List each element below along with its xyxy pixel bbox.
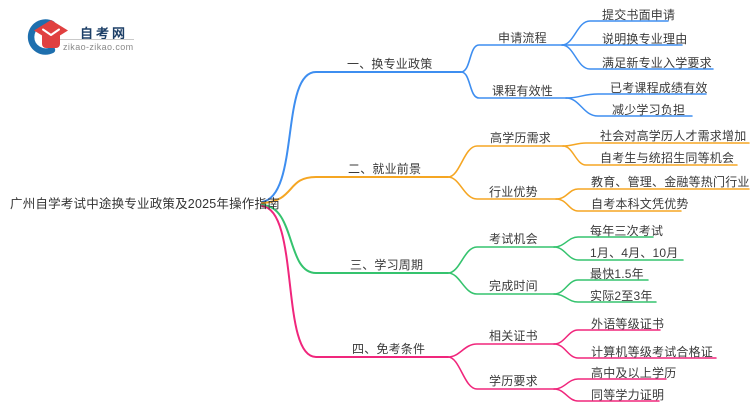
branch-2-lines: [261, 142, 750, 212]
branch-1-label: 一、换专业政策: [347, 57, 433, 71]
leaf: 实际2至3年: [590, 289, 653, 303]
branch-2-child-2-label: 行业优势: [489, 185, 538, 199]
branch-1-child-2-label: 课程有效性: [492, 84, 554, 98]
leaf: 教育、管理、金融等热门行业: [591, 175, 750, 189]
branch-1-child-1-label: 申请流程: [498, 31, 547, 45]
branch-3-label: 三、学习周期: [350, 258, 424, 272]
leaf: 自考本科文凭优势: [591, 197, 689, 211]
leaf: 满足新专业入学要求: [602, 56, 712, 70]
branch-4-label: 四、免考条件: [352, 342, 426, 356]
leaf: 说明换专业理由: [602, 32, 688, 46]
central-topic: 广州自学考试中途换专业政策及2025年操作指南: [10, 197, 280, 211]
branch-3-child-2-label: 完成时间: [489, 279, 538, 293]
cap-chevron: [42, 28, 60, 36]
leaf: 减少学习负担: [612, 103, 686, 117]
leaf: 社会对高学历人才需求增加: [600, 129, 747, 143]
leaf: 同等学力证明: [591, 388, 665, 402]
branch-2-child-1-label: 高学历需求: [490, 131, 552, 145]
branch-4-lines: [261, 205, 717, 402]
zikao-logo-icon: [27, 19, 68, 55]
leaf: 自考生与统招生同等机会: [600, 151, 735, 165]
leaf: 外语等级证书: [591, 317, 665, 331]
logo-domain: zikao-zikao.com: [63, 42, 134, 52]
leaf: 计算机等级考试合格证: [591, 345, 714, 359]
branch-3-child-1-label: 考试机会: [489, 232, 538, 246]
logo-divider: [60, 39, 134, 40]
leaf: 高中及以上学历: [591, 366, 677, 380]
leaf: 提交书面申请: [602, 8, 676, 22]
cap-top: [34, 20, 68, 41]
logo-title: 自考网: [80, 26, 129, 41]
branch-1-lines: [261, 20, 714, 203]
crescent-icon: [27, 19, 56, 55]
branch-3-lines: [261, 204, 684, 303]
branch-4-child-1-label: 相关证书: [489, 329, 538, 343]
leaf: 最快1.5年: [590, 267, 644, 281]
branch-2-label: 二、就业前景: [348, 162, 422, 176]
leaf: 每年三次考试: [590, 224, 664, 238]
leaf: 已考课程成绩有效: [610, 81, 708, 95]
branch-4-child-2-label: 学历要求: [489, 374, 538, 388]
leaf: 1月、4月、10月: [590, 246, 679, 260]
